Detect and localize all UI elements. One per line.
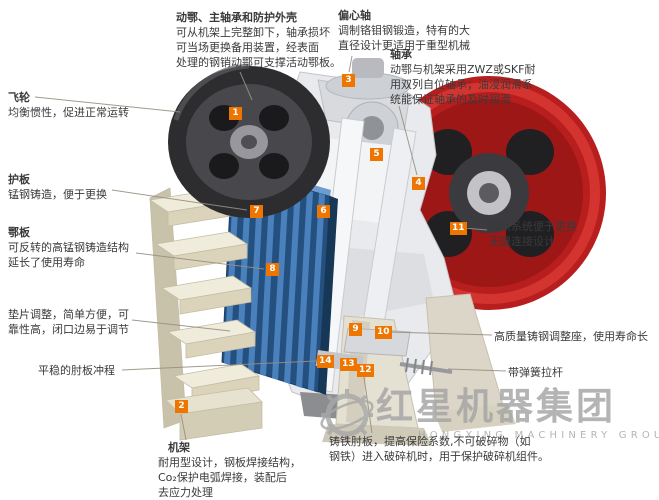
annotation-shim-adjust: 垫片调整，简单方便，可 靠性高，闭口边易于调节 bbox=[8, 307, 129, 337]
part-marker-1: 1 bbox=[229, 107, 242, 120]
part-marker-13: 13 bbox=[340, 358, 357, 371]
leader-lines bbox=[34, 55, 507, 441]
annotation-line: 高质量铸钢调整座，使用寿命长 bbox=[494, 330, 648, 343]
annotation-line: 均衡惯性，促进正常运转 bbox=[8, 106, 129, 119]
annotation-title: 飞轮 bbox=[8, 91, 30, 104]
annotation-frame: 机架 耐用型设计，钢板焊接结构， Co₂保护电弧焊接，装配后 去应力处理 bbox=[158, 440, 301, 500]
part-marker-2: 2 bbox=[175, 400, 188, 413]
annotation-line: 平稳的肘板冲程 bbox=[38, 364, 115, 377]
annotation-line: 可从机架上完整卸下，轴承损坏 bbox=[176, 26, 330, 39]
annotation-title: 偏心轴 bbox=[338, 9, 371, 22]
annotation-line: Co₂保护电弧焊接，装配后 bbox=[158, 471, 287, 484]
annotation-line: 锰钢铸造，便于更换 bbox=[8, 188, 107, 201]
annotation-spring-rod: 带弹簧拉杆 bbox=[508, 365, 563, 380]
annotation-line: 动鄂与机架采用ZWZ或SKF耐 bbox=[390, 63, 536, 76]
annotation-line: 耐用型设计，钢板焊接结构， bbox=[158, 456, 301, 469]
annotation-line: 去应力处理 bbox=[158, 486, 213, 499]
annotation-line: 垫片调整，简单方便，可 bbox=[8, 308, 129, 321]
annotation-line: 无键连接设计 bbox=[489, 235, 555, 248]
annotation-flywheel: 飞轮 均衡惯性，促进正常运转 bbox=[8, 90, 129, 120]
annotation-eccentric-shaft: 偏心轴 调制铬钼钢锻造，特有的大 直径设计更适用于重型机械 bbox=[338, 8, 470, 53]
annotation-line: 处理的钢销动鄂可支撑活动鄂板。 bbox=[176, 56, 341, 69]
flywheel-icon bbox=[168, 63, 330, 218]
annotation-title: 轴承 bbox=[390, 48, 412, 61]
annotation-line: 钢铁）进入破碎机时，用于保护破碎机组件。 bbox=[329, 450, 549, 463]
part-marker-7: 7 bbox=[250, 205, 263, 218]
annotation-line: 统能保证轴承的及时润滑 bbox=[390, 93, 511, 106]
part-marker-8: 8 bbox=[266, 263, 279, 276]
annotation-line: 铸铁肘板，提高保险系数,不可破碎物（如 bbox=[329, 435, 531, 448]
annotation-moving-jaw: 动鄂、主轴承和防护外壳 可从机架上完整卸下，轴承损坏 可当场更换备用装置，经表面… bbox=[176, 10, 341, 70]
annotation-line: 用双列自位轴承；油浸润滑系 bbox=[390, 78, 533, 91]
annotation-wedge-system: 楔块系统便于更换 无键连接设计 bbox=[489, 219, 577, 249]
frame-steps bbox=[148, 187, 263, 441]
annotation-toggle-stroke: 平稳的肘板冲程 bbox=[38, 363, 115, 378]
annotation-line: 调制铬钼钢锻造，特有的大 bbox=[338, 24, 470, 37]
annotation-toggle-plate: 铸铁肘板，提高保险系数,不可破碎物（如 钢铁）进入破碎机时，用于保护破碎机组件。 bbox=[329, 434, 549, 464]
annotation-title: 机架 bbox=[168, 441, 190, 454]
part-marker-9: 9 bbox=[349, 323, 362, 336]
annotation-bearing: 轴承 动鄂与机架采用ZWZ或SKF耐 用双列自位轴承；油浸润滑系 统能保证轴承的… bbox=[390, 47, 535, 107]
part-marker-14: 14 bbox=[317, 355, 334, 368]
annotation-line: 带弹簧拉杆 bbox=[508, 366, 563, 379]
part-marker-10: 10 bbox=[375, 326, 392, 339]
annotation-title: 护板 bbox=[8, 173, 30, 186]
part-marker-12: 12 bbox=[357, 364, 374, 377]
part-marker-4: 4 bbox=[412, 177, 425, 190]
part-marker-5: 5 bbox=[370, 148, 383, 161]
annotation-jaw-plate: 鄂板 可反转的高锰钢铸造结构 延长了使用寿命 bbox=[8, 225, 129, 270]
annotation-line: 可当场更换备用装置，经表面 bbox=[176, 41, 319, 54]
annotation-guard-plate: 护板 锰钢铸造，便于更换 bbox=[8, 172, 107, 202]
annotation-line: 楔块系统便于更换 bbox=[489, 220, 577, 233]
annotation-line: 可反转的高锰钢铸造结构 bbox=[8, 241, 129, 254]
part-marker-11: 11 bbox=[450, 222, 467, 235]
annotation-title: 鄂板 bbox=[8, 226, 30, 239]
part-marker-6: 6 bbox=[317, 205, 330, 218]
annotation-line: 直径设计更适用于重型机械 bbox=[338, 39, 470, 52]
annotation-adjust-seat: 高质量铸钢调整座，使用寿命长 bbox=[494, 329, 648, 344]
part-marker-3: 3 bbox=[342, 74, 355, 87]
annotation-line: 靠性高，闭口边易于调节 bbox=[8, 323, 129, 336]
annotation-title: 动鄂、主轴承和防护外壳 bbox=[176, 11, 297, 24]
annotation-line: 延长了使用寿命 bbox=[8, 256, 85, 269]
